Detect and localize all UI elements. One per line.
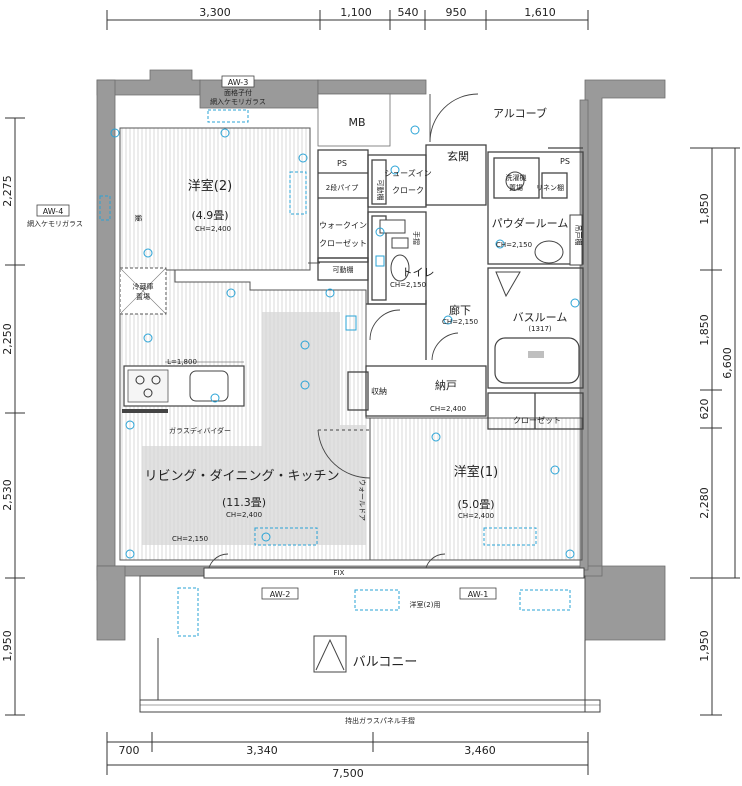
closet-label: クローゼット xyxy=(319,238,367,248)
dim-bottom-3: 3,460 xyxy=(464,744,496,757)
dim-left-1: 2,275 xyxy=(1,175,14,207)
washer-label: 洗濯機 xyxy=(506,173,527,182)
dim-left-2: 2,250 xyxy=(1,323,14,355)
toilet-fixture xyxy=(379,219,410,282)
aw4-note: 網入ケモリガラス xyxy=(27,219,83,228)
dim-right-5: 1,950 xyxy=(698,630,711,662)
powder-label: パウダールーム xyxy=(492,216,569,230)
window-labels: AW-3 面格子付 網入ケモリガラス AW-4 網入ケモリガラス AW-2 AW… xyxy=(27,75,497,600)
fridge2-label: 置場 xyxy=(136,292,150,301)
movable-shelf2-label: 可動棚 xyxy=(376,180,385,201)
washer2-label: 置場 xyxy=(509,183,523,192)
aw3-label: AW-3 xyxy=(228,78,249,87)
pipe-label: 2段パイプ xyxy=(326,183,358,192)
dim-right-3: 620 xyxy=(698,399,711,420)
dim-bottom-total: 7,500 xyxy=(332,767,364,780)
entrance-label: 玄関 xyxy=(447,149,469,163)
bedroom2-use-label: 洋室(2)用 xyxy=(410,600,441,609)
dim-top-2: 1,100 xyxy=(340,6,372,19)
dim-top-1: 3,300 xyxy=(199,6,231,19)
alcove-label: アルコーブ xyxy=(493,106,547,120)
mb-label: MB xyxy=(348,116,365,129)
ldk-ch: CH=2,400 xyxy=(226,511,262,519)
fridge-space xyxy=(119,267,167,315)
dim-top-3: 540 xyxy=(398,6,419,19)
bathtub xyxy=(494,271,580,384)
equipment-markers xyxy=(99,109,580,637)
washbasin xyxy=(505,171,583,266)
handrail-small-label: 手摺 xyxy=(412,231,421,245)
hall-ch: CH=2,150 xyxy=(442,318,478,326)
aw1-label: AW-1 xyxy=(468,590,489,599)
dim-top-4: 950 xyxy=(446,6,467,19)
bedroom2-label: 洋室(2) xyxy=(188,178,232,194)
ldk-ch2: CH=2,150 xyxy=(172,535,208,543)
storage-label: 収納 xyxy=(371,386,387,396)
closet2-label: クローゼット xyxy=(513,415,561,425)
glass-divider-label: ガラスディバイダー xyxy=(169,426,231,435)
aw4-label: AW-4 xyxy=(43,207,64,216)
kitchen-length: L=1,800 xyxy=(167,358,197,366)
dim-left-4: 1,950 xyxy=(1,630,14,662)
doors xyxy=(207,93,479,575)
shoes-label: シューズイン xyxy=(384,168,432,178)
bedroom1-label: 洋室(1) xyxy=(454,464,498,480)
balcony-label: バルコニー xyxy=(353,655,418,670)
bedroom2-size: (4.9畳) xyxy=(191,209,228,222)
dim-left-3: 2,530 xyxy=(1,479,14,511)
dim-right-4: 2,280 xyxy=(698,487,711,519)
bedroom2-ch: CH=2,400 xyxy=(195,225,231,233)
dim-right-1: 1,850 xyxy=(698,193,711,225)
shoe-shelf-label: 吊戸棚 xyxy=(574,225,583,246)
toilet-ch: CH=2,150 xyxy=(390,281,426,289)
nando-ch: CH=2,400 xyxy=(430,405,466,413)
dim-right-total: 6,600 xyxy=(721,347,734,379)
nando-label: 納戸 xyxy=(435,379,457,392)
ldk-label: リビング・ダイニング・キッチン xyxy=(144,469,339,484)
left-dimensions: 2,275 2,250 2,530 1,950 xyxy=(1,117,25,716)
toilet-label: トイレ xyxy=(402,266,435,279)
aw2-label: AW-2 xyxy=(270,590,291,599)
shoes2-label: クローク xyxy=(392,186,424,195)
dim-bottom-1: 700 xyxy=(119,744,140,757)
walkin-label: ウォークイン xyxy=(319,221,367,230)
linen-label: リネン棚 xyxy=(536,183,564,192)
right-dimensions: 1,850 1,850 620 2,280 1,950 6,600 xyxy=(690,147,740,716)
room-labels: 洋室(2) (4.9畳) CH=2,400 リビング・ダイニング・キッチン (1… xyxy=(133,106,584,725)
bath-label: バスルーム xyxy=(513,311,568,324)
balcony xyxy=(139,567,601,713)
dim-top-5: 1,610 xyxy=(524,6,556,19)
aw3-note2: 網入ケモリガラス xyxy=(210,97,266,106)
bedroom1-ch: CH=2,400 xyxy=(458,512,494,520)
fridge-label: 冷蔵庫 xyxy=(133,282,154,291)
handrail-label: 持出ガラスパネル手摺 xyxy=(345,716,415,725)
room-fills xyxy=(119,127,583,561)
ps2-label: PS xyxy=(560,157,570,166)
bedroom1-size: (5.0畳) xyxy=(457,498,494,511)
ps1-label: PS xyxy=(337,159,347,168)
ldk-size: (11.3畳) xyxy=(222,496,266,509)
wall-door-label: ウォールドア xyxy=(358,479,366,521)
bottom-dimensions: 700 3,340 3,460 7,500 xyxy=(106,732,589,780)
interior-walls xyxy=(317,144,584,430)
bath-size: (1317) xyxy=(528,325,552,333)
aw3-note1: 面格子付 xyxy=(224,88,252,97)
movable-shelf-label: 可動棚 xyxy=(333,265,354,274)
top-dimensions: 3,300 1,100 540 950 1,610 xyxy=(106,6,589,30)
mirror-label: 鏡 xyxy=(134,215,143,222)
powder-ch: CH=2,150 xyxy=(496,241,532,249)
kitchen-counter xyxy=(122,361,245,413)
dim-bottom-2: 3,340 xyxy=(246,744,278,757)
fix-label: FIX xyxy=(334,569,345,577)
dim-right-2: 1,850 xyxy=(698,314,711,346)
hall-label: 廊下 xyxy=(449,303,471,317)
